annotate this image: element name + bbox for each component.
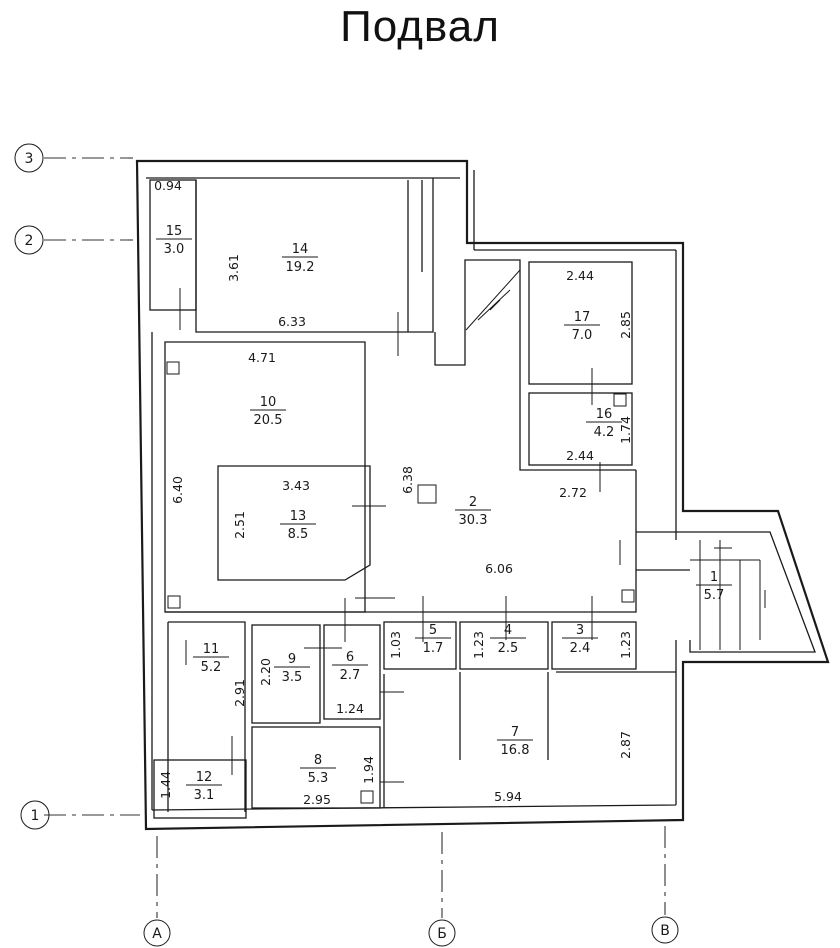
room-area: 4.2: [594, 425, 615, 440]
room-area: 3.1: [194, 788, 215, 803]
room-number: 15: [166, 224, 183, 239]
dimension-label: 1.24: [336, 701, 364, 716]
room-label-10: 10 20.5: [250, 395, 286, 428]
room-label-2: 230.3: [455, 495, 491, 528]
room-area: 5.3: [308, 771, 329, 786]
dimension-label: 2.87: [618, 731, 633, 759]
room-area: 5.2: [201, 660, 222, 675]
room-label-6: 62.7: [332, 650, 368, 683]
room-area: 1.7: [423, 641, 444, 656]
room-number: 6: [346, 650, 354, 665]
outer-walls: [135, 159, 830, 831]
room-number: 13: [290, 509, 307, 524]
dimension-label: 2.72: [559, 485, 587, 500]
room-label-3: 32.4: [562, 623, 598, 656]
dimension-label: 0.94: [154, 178, 182, 193]
axis-marker-2: 2: [14, 225, 44, 255]
room-area: 30.3: [459, 513, 488, 528]
dimension-label: 4.71: [248, 350, 276, 365]
axis-marker-b: Б: [428, 919, 456, 947]
room-number: 8: [314, 753, 322, 768]
room-area: 16.8: [501, 743, 530, 758]
room-number: 16: [596, 407, 613, 422]
axis-marker-a: А: [143, 919, 171, 947]
dimension-label: 1.23: [618, 631, 633, 659]
room-area: 7.0: [572, 328, 593, 343]
room-number: 3: [576, 623, 584, 638]
room-area: 5.7: [704, 588, 725, 603]
room-label-7: 716.8: [497, 725, 533, 758]
room-number: 4: [504, 623, 512, 638]
dimension-label: 6.33: [278, 314, 306, 329]
dimension-label: 1.74: [618, 416, 633, 444]
dimension-label: 1.23: [471, 631, 486, 659]
room-number: 12: [196, 770, 213, 785]
interior-walls: [149, 178, 766, 819]
room-label-9: 93.5: [274, 652, 310, 685]
room-area: 3.0: [164, 242, 185, 257]
dimension-label: 3.43: [282, 478, 310, 493]
room-area: 20.5: [254, 413, 283, 428]
room-number: 2: [469, 495, 477, 510]
svg-text:2: 2: [25, 233, 34, 249]
room-area: 2.4: [570, 641, 591, 656]
dimension-label: 2.85: [618, 311, 633, 339]
room-label-5: 51.7: [415, 623, 451, 656]
room-label-11: 115.2: [193, 642, 229, 675]
room-label-16: 164.2: [586, 407, 622, 440]
dimension-label: 3.61: [226, 254, 241, 282]
room-labels: 15.7230.332.442.551.762.7716.885.393.510…: [156, 224, 732, 803]
plan-title: Подвал: [340, 2, 500, 51]
svg-text:В: В: [660, 923, 670, 939]
room-label-1: 15.7: [696, 570, 732, 603]
svg-text:3: 3: [25, 151, 34, 167]
room-label-17: 177.0: [564, 310, 600, 343]
room-number: 14: [292, 242, 309, 257]
dimension-label: 6.40: [170, 476, 185, 504]
dimension-label: 1.94: [361, 756, 376, 784]
room-label-13: 138.5: [280, 509, 316, 542]
dimension-label: 2.44: [566, 268, 594, 283]
axis-marker-1: 1: [20, 800, 50, 830]
svg-text:1: 1: [31, 808, 40, 824]
dimension-label: 5.94: [494, 789, 522, 804]
dimension-label: 2.44: [566, 448, 594, 463]
room-label-8: 85.3: [300, 753, 336, 786]
axis-marker-v: В: [651, 916, 679, 944]
svg-text:А: А: [152, 926, 162, 942]
room-area: 3.5: [282, 670, 303, 685]
axis-lines: [44, 157, 666, 918]
room-number: 7: [511, 725, 519, 740]
dimension-label: 2.20: [258, 658, 273, 686]
room-area: 19.2: [286, 260, 315, 275]
dimension-label: 6.38: [400, 466, 415, 494]
room-area: 8.5: [288, 527, 309, 542]
room-number: 17: [574, 310, 591, 325]
dimension-label: 1.44: [158, 771, 173, 799]
room-area: 2.7: [340, 668, 361, 683]
room-label-15: 153.0: [156, 224, 192, 257]
dimension-label: 2.91: [232, 679, 247, 707]
axis-marker-3: 3: [14, 143, 44, 173]
dimension-label: 1.03: [388, 631, 403, 659]
room-area: 2.5: [498, 641, 519, 656]
dimension-label: 2.95: [303, 792, 331, 807]
dimension-label: 2.51: [232, 511, 247, 539]
room-number: 11: [203, 642, 220, 657]
room-number: 9: [288, 652, 296, 667]
room-label-14: 14 19.2: [282, 242, 318, 275]
room-label-12: 123.1: [186, 770, 222, 803]
room-number: 5: [429, 623, 437, 638]
dimension-label: 6.06: [485, 561, 513, 576]
room-label-4: 42.5: [490, 623, 526, 656]
room-number: 10: [260, 395, 277, 410]
svg-text:Б: Б: [437, 926, 447, 942]
room-number: 1: [710, 570, 718, 585]
openings: [166, 288, 635, 804]
